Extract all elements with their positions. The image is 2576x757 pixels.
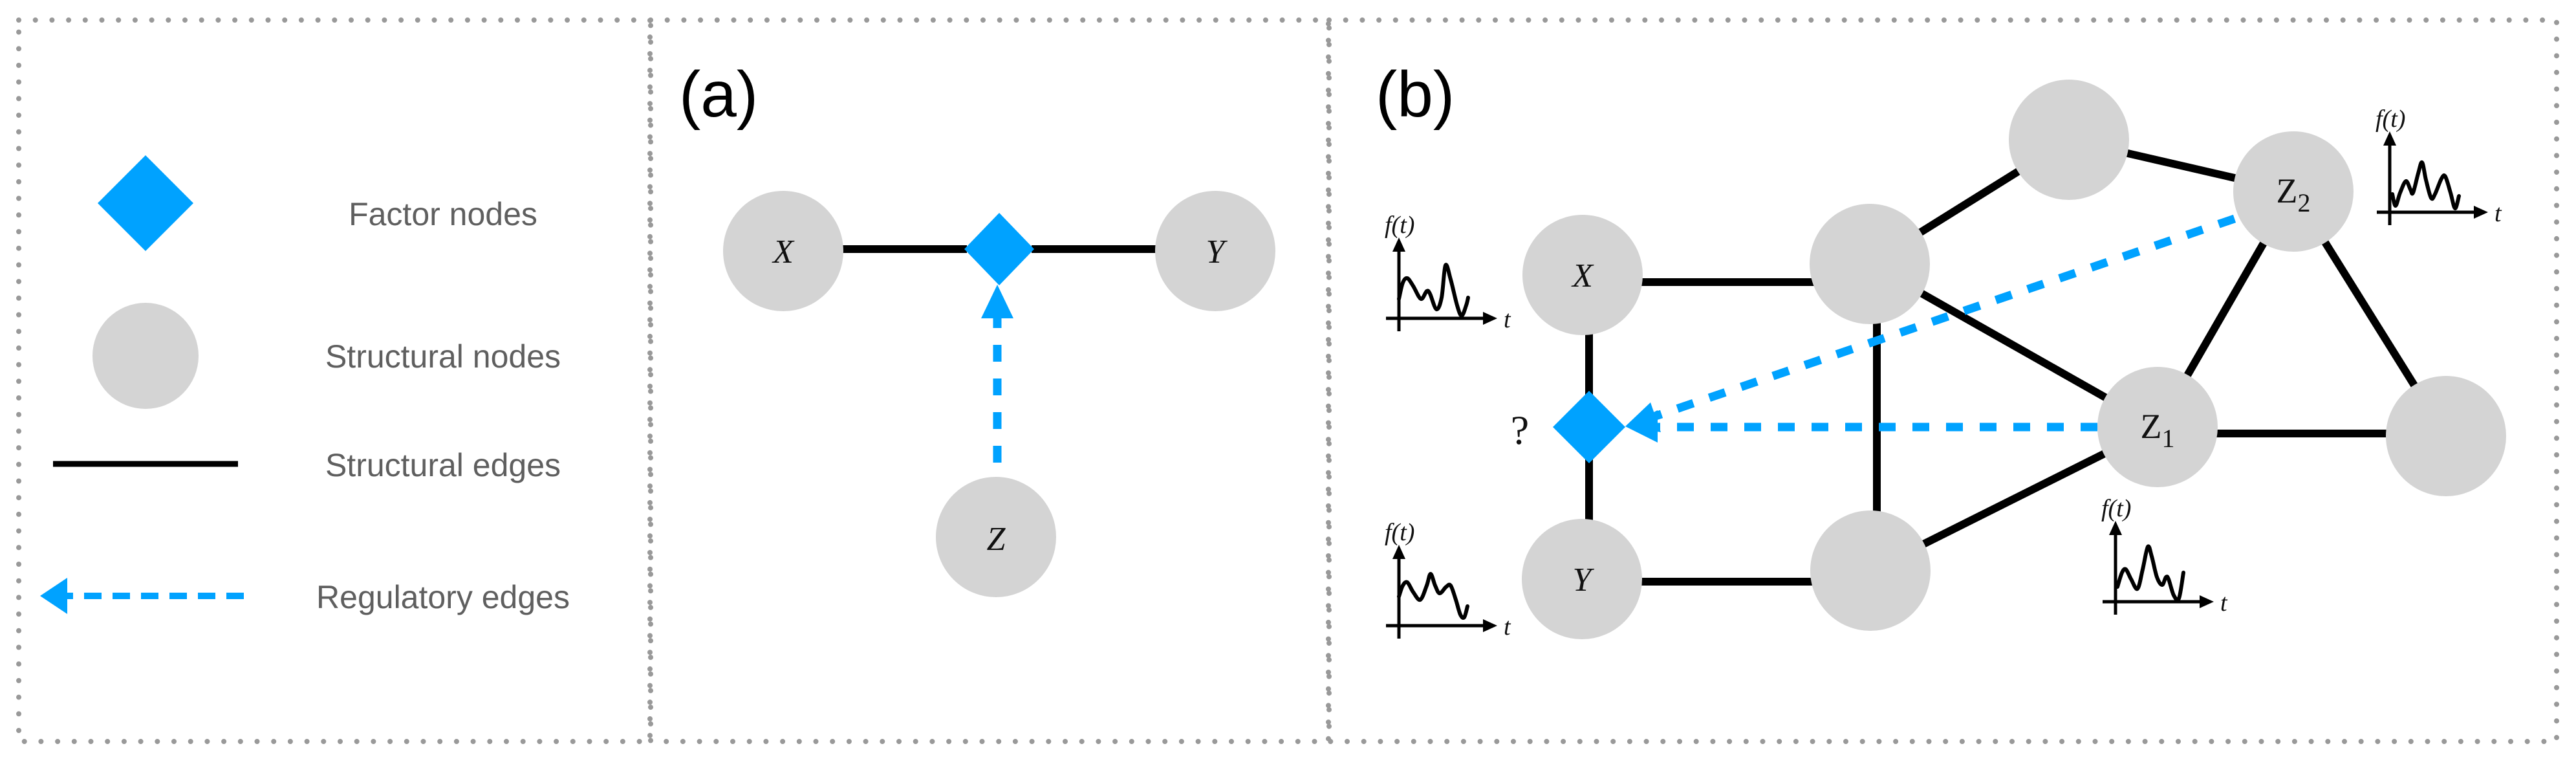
node-z2[interactable]: Z2 <box>2233 131 2354 252</box>
node-label: Y <box>1573 562 1595 598</box>
panel-b-tag: (b) <box>1376 58 1455 131</box>
legend-item-structural-nodes: Structural nodes <box>92 303 561 409</box>
structural-node[interactable] <box>2097 367 2218 487</box>
y-axis-label: f(t) <box>1385 212 1414 239</box>
y-axis-arrow-icon <box>1392 237 1405 252</box>
signal-curve <box>2390 160 2461 211</box>
structural-node[interactable] <box>1155 191 1275 311</box>
signal-curve <box>1397 263 1470 318</box>
signal-plots: f(t) t f(t) t f(t) t f(t) t <box>1385 105 2502 641</box>
factor-node[interactable] <box>964 213 1034 285</box>
structural-node-top[interactable] <box>2009 80 2129 200</box>
factor-node-icon <box>98 155 193 251</box>
legend-label: Structural nodes <box>325 338 561 375</box>
panel-b: (b) X Y Z2 <box>1376 58 2506 641</box>
panel-b-border <box>1326 17 2559 744</box>
signal-plot-y: f(t) t <box>1385 519 1511 641</box>
node-label: Z1 <box>2141 407 2175 453</box>
y-axis-label: f(t) <box>1385 519 1414 546</box>
panel-a: (a) X Y Z <box>679 58 1275 597</box>
x-axis-arrow-icon <box>2200 595 2214 608</box>
legend: Factor nodes Structural nodes Structural… <box>40 155 570 615</box>
legend-item-factor-nodes: Factor nodes <box>98 155 537 251</box>
node-label: Z2 <box>2277 171 2311 217</box>
unknown-factor-label: ? <box>1511 407 1529 453</box>
legend-label: Regulatory edges <box>316 579 570 615</box>
node-label: Y <box>1206 234 1228 270</box>
structural-node[interactable] <box>723 191 843 311</box>
x-axis-label: t <box>2495 200 2502 227</box>
structural-node[interactable] <box>2233 131 2354 252</box>
node-z[interactable]: Z <box>936 477 1056 597</box>
node-label: X <box>772 234 795 270</box>
structural-node-mid-bottom[interactable] <box>1810 510 1931 631</box>
node-label-base: Z <box>2277 171 2298 210</box>
node-z1[interactable]: Z1 <box>2097 367 2218 487</box>
arrowhead-up-icon <box>981 285 1013 318</box>
structural-node-icon <box>92 303 199 409</box>
legend-label: Factor nodes <box>349 196 537 232</box>
signal-plot-x: f(t) t <box>1385 212 1511 333</box>
x-axis-label: t <box>1504 306 1511 333</box>
y-axis-arrow-icon <box>2383 131 2396 146</box>
regulatory-edge-z2 <box>1654 214 2236 421</box>
node-y[interactable]: Y <box>1155 191 1275 311</box>
node-x[interactable]: X <box>723 191 843 311</box>
structural-node[interactable] <box>1522 215 1643 335</box>
x-axis-arrow-icon <box>1483 619 1497 632</box>
factor-node-unknown[interactable] <box>1553 391 1625 463</box>
node-x[interactable]: X <box>1522 215 1643 335</box>
node-label-subscript: 1 <box>2162 424 2175 453</box>
node-label: X <box>1571 258 1594 294</box>
structural-node[interactable] <box>936 477 1056 597</box>
node-label-base: Z <box>2141 407 2162 446</box>
y-axis-arrow-icon <box>1392 545 1405 559</box>
y-axis-arrow-icon <box>2109 521 2122 535</box>
structural-node-right[interactable] <box>2386 376 2506 496</box>
x-axis-arrow-icon <box>2474 206 2488 219</box>
node-y[interactable]: Y <box>1522 519 1642 639</box>
x-axis-label: t <box>1504 613 1511 641</box>
x-axis-arrow-icon <box>1483 312 1497 325</box>
signal-plot-z2: f(t) t <box>2376 105 2502 227</box>
signal-curve <box>1397 572 1469 620</box>
legend-item-structural-edges: Structural edges <box>53 447 561 483</box>
signal-plot-z1: f(t) t <box>2101 495 2228 617</box>
y-axis-label: f(t) <box>2101 495 2131 522</box>
regulatory-edges <box>1625 214 2236 443</box>
legend-item-regulatory-edges: Regulatory edges <box>40 578 570 615</box>
y-axis-label: f(t) <box>2376 105 2405 133</box>
panel-borders <box>16 17 2559 744</box>
panel-a-tag: (a) <box>679 58 758 131</box>
legend-label: Structural edges <box>325 447 561 483</box>
structural-node-mid-top[interactable] <box>1810 204 1930 324</box>
arrowhead-diagonal-icon <box>1625 402 1661 432</box>
node-label: Z <box>987 521 1006 558</box>
signal-curve <box>2116 544 2185 602</box>
structural-node[interactable] <box>1522 519 1642 639</box>
arrowhead-left-icon <box>40 578 67 614</box>
node-label-subscript: 2 <box>2298 188 2311 217</box>
legend-panel-border <box>16 17 653 744</box>
x-axis-label: t <box>2220 589 2228 617</box>
